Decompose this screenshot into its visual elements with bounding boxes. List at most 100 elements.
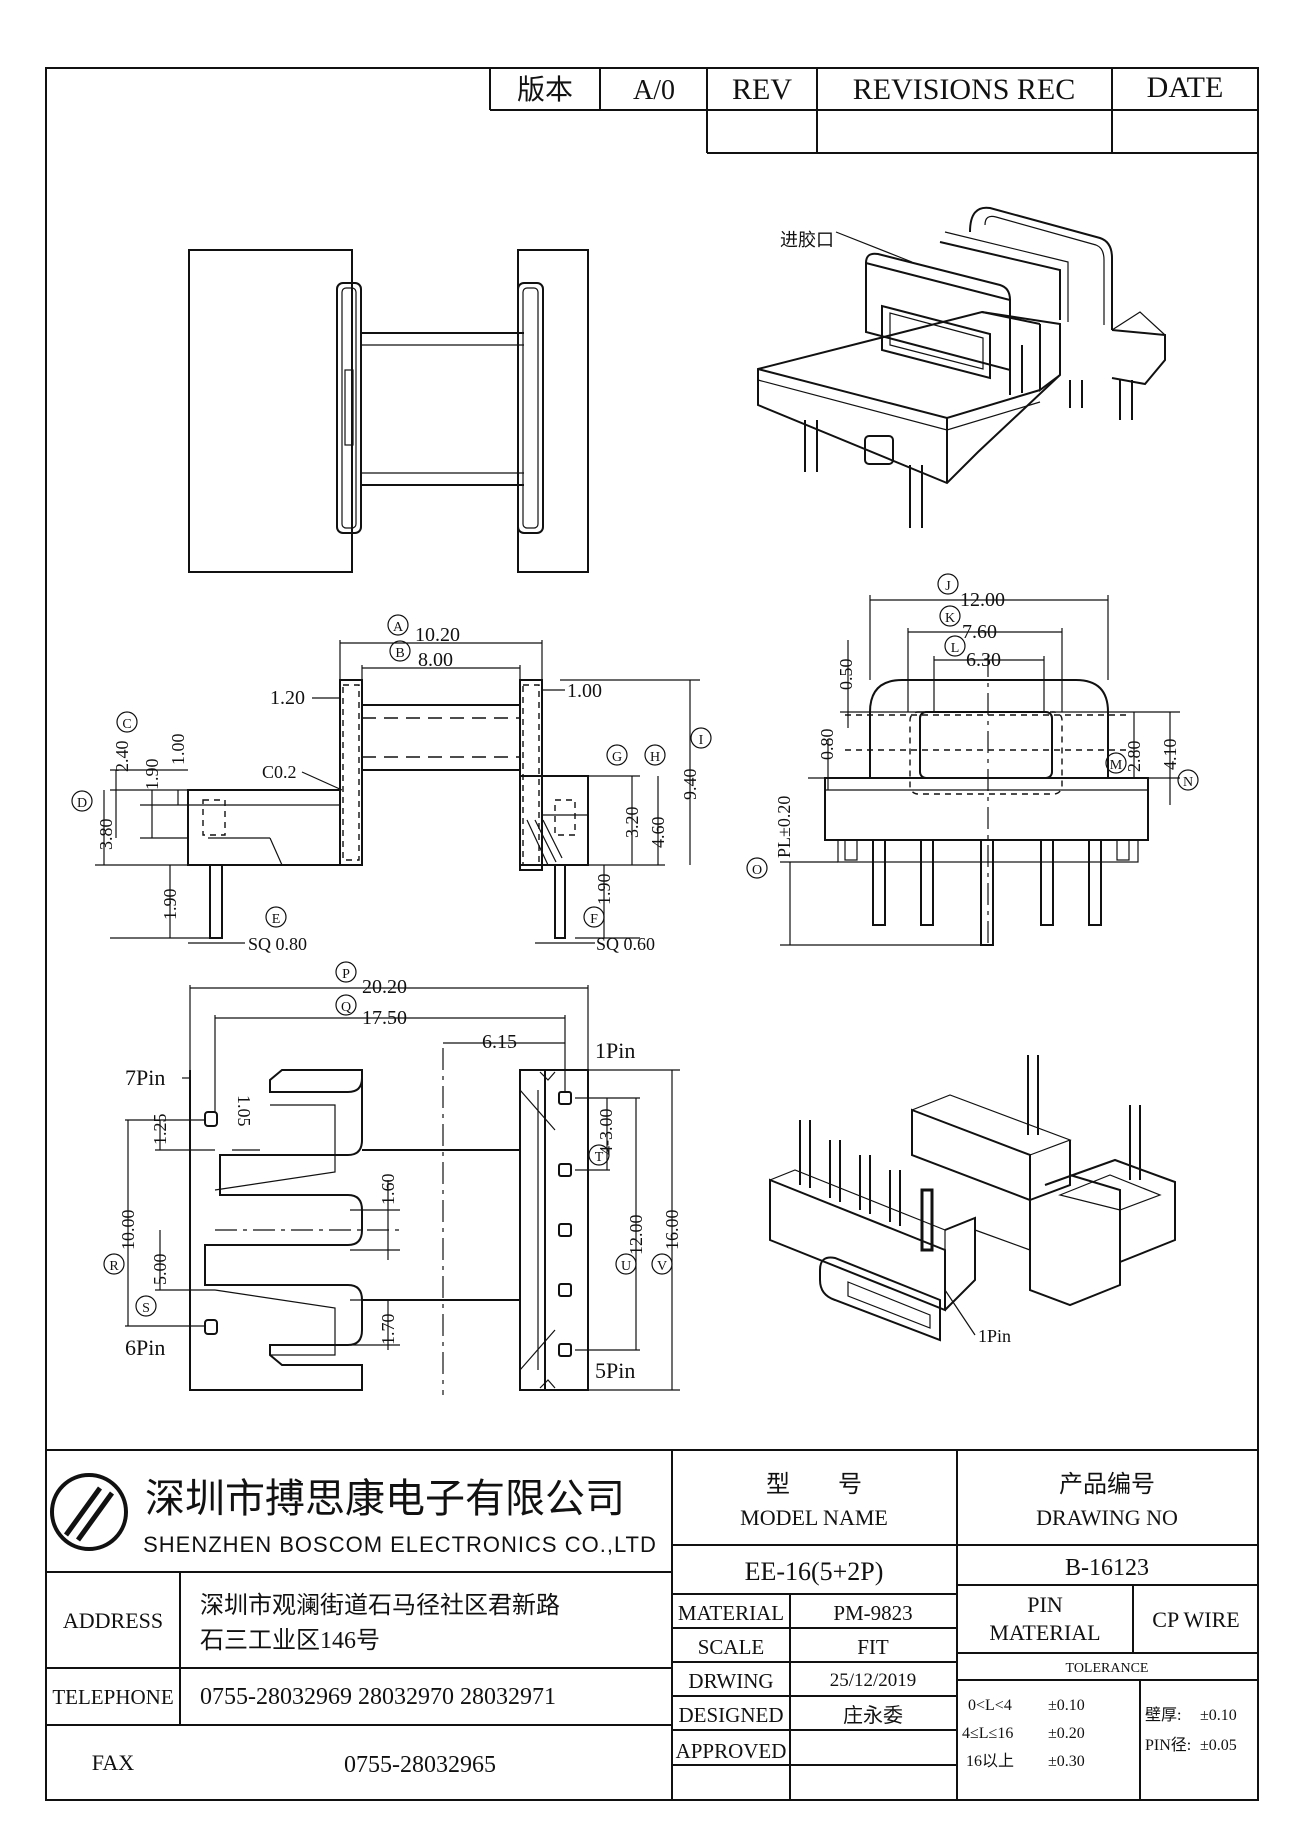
drawing-date: 25/12/2019	[830, 1670, 917, 1691]
fax-label: FAX	[92, 1750, 134, 1775]
tol-range-3: 16以上	[966, 1752, 1014, 1770]
dim-0-50: 0.50	[836, 659, 856, 691]
dim-1-90-a: 1.90	[142, 759, 162, 791]
dim-q-value: 17.50	[362, 1007, 407, 1029]
material-label: MATERIAL	[678, 1601, 784, 1625]
dim-n-value: 4.10	[1160, 739, 1180, 771]
tol-value-2: ±0.20	[1048, 1725, 1085, 1742]
dim-m-value: 2.80	[1124, 741, 1144, 773]
fax-value: 0755-28032965	[344, 1752, 496, 1778]
dim-id-g: G	[612, 750, 622, 765]
tol-range-2: 4≤L≤16	[962, 1725, 1013, 1742]
pin-label-1: 1Pin	[595, 1038, 635, 1063]
dim-k-value: 7.60	[962, 621, 997, 643]
sheet-border	[45, 67, 1259, 1801]
dim-e-value: SQ 0.80	[248, 934, 307, 954]
front-view: J 12.00 K 7.60 L 6.30 0.50 0.80 O PL±0.2…	[746, 573, 1199, 946]
wall-value: ±0.10	[1200, 1707, 1237, 1724]
dim-h-value: 4.60	[648, 817, 668, 849]
dim-id-q: Q	[341, 1000, 351, 1015]
dim-r-value: 10.00	[118, 1210, 138, 1251]
dim-id-v: V	[657, 1259, 667, 1274]
dim-b-value: 8.00	[418, 649, 453, 671]
scale-label: SCALE	[698, 1635, 765, 1659]
pin-material-label-1: PIN	[1027, 1592, 1063, 1617]
pin-label-7: 7Pin	[125, 1065, 165, 1090]
model-label-cn: 型 号	[766, 1471, 862, 1498]
date-label: DATE	[1147, 71, 1224, 104]
dim-1-70: 1.70	[378, 1314, 398, 1346]
dim-id-u: U	[621, 1259, 631, 1274]
dim-id-f: F	[590, 912, 598, 927]
side-view: A 10.20 B 8.00 1.20 1.00 C0.2 C 2.40 1.9…	[71, 614, 712, 954]
dim-id-e: E	[272, 912, 281, 927]
isometric-view-top: 进胶口	[757, 206, 1166, 528]
dim-p-value: 20.20	[362, 976, 407, 998]
dim-id-k: K	[945, 611, 955, 626]
dim-id-c: C	[122, 717, 131, 732]
pin-label-6: 6Pin	[125, 1335, 165, 1360]
dim-id-r: R	[109, 1259, 119, 1274]
dim-c-value: 2.40	[112, 741, 132, 773]
drawing-label: DRWING	[688, 1669, 773, 1693]
company-name-cn: 深圳市搏思康电子有限公司	[145, 1476, 625, 1521]
dim-id-t: T	[595, 1150, 604, 1165]
dim-1-60: 1.60	[378, 1174, 398, 1206]
dim-1-00-right: 1.00	[567, 680, 602, 702]
dim-pl: PL±0.20	[774, 796, 794, 858]
rev-label: REV	[732, 73, 792, 106]
dim-1-05: 1.05	[234, 1095, 254, 1127]
tol-value-1: ±0.10	[1048, 1697, 1085, 1714]
revisions-label: REVISIONS REC	[853, 73, 1076, 106]
company-logo	[50, 1473, 128, 1551]
revision-table: 版本 A/0 REV REVISIONS REC DATE	[489, 68, 1258, 154]
drawing-no-label-cn: 产品编号	[1059, 1471, 1155, 1498]
dim-t-value: 4-3.00	[596, 1109, 616, 1156]
dim-id-p: P	[342, 967, 350, 982]
iso-bottom-callout: 1Pin	[978, 1326, 1011, 1346]
dim-1-20: 1.20	[270, 687, 305, 709]
dim-id-j: J	[945, 579, 951, 594]
dim-1-00-left: 1.00	[168, 734, 188, 766]
dim-id-i: I	[699, 733, 704, 748]
telephone-label: TELEPHONE	[52, 1685, 173, 1709]
dim-1-90-c: 1.90	[594, 874, 614, 906]
dim-id-d: D	[77, 796, 87, 811]
dim-d-value: 3.80	[96, 819, 116, 851]
dim-id-m: M	[1110, 758, 1123, 773]
telephone-value: 0755-28032969 28032970 28032971	[200, 1684, 556, 1710]
material-value: PM-9823	[833, 1601, 912, 1625]
dim-id-a: A	[393, 620, 404, 635]
dim-1-90-b: 1.90	[160, 889, 180, 921]
dim-s-value: 5.00	[150, 1254, 170, 1286]
dim-l-value: 6.30	[966, 649, 1001, 671]
model-name: EE-16(5+2P)	[745, 1557, 884, 1586]
address-line2: 石三工业区146号	[200, 1627, 380, 1654]
dim-v-value: 16.00	[662, 1210, 682, 1251]
version-value: A/0	[633, 75, 675, 106]
tol-range-1: 0<L<4	[968, 1697, 1012, 1714]
pin-label-5: 5Pin	[595, 1358, 635, 1383]
title-block: 深圳市搏思康电子有限公司 SHENZHEN BOSCOM ELECTRONICS…	[46, 1449, 1258, 1800]
address-label: ADDRESS	[63, 1608, 163, 1633]
dim-id-b: B	[395, 646, 404, 661]
dim-6-15: 6.15	[482, 1031, 517, 1053]
model-label-en: MODEL NAME	[740, 1505, 888, 1530]
designed-label: DESIGNED	[679, 1703, 784, 1727]
pin-material-value: CP WIRE	[1152, 1607, 1239, 1632]
dim-g-value: 3.20	[622, 807, 642, 839]
dim-i-value: 9.40	[680, 769, 700, 801]
dim-id-n: N	[1183, 775, 1193, 790]
dim-id-o: O	[752, 863, 762, 878]
tol-value-3: ±0.30	[1048, 1753, 1085, 1770]
wall-label: 壁厚:	[1145, 1705, 1181, 1724]
company-name-en: SHENZHEN BOSCOM ELECTRONICS CO.,LTD	[143, 1532, 657, 1557]
address-line1: 深圳市观澜街道石马径社区君新路	[200, 1592, 560, 1619]
dim-id-l: L	[951, 641, 960, 656]
dim-c0-2: C0.2	[262, 762, 297, 782]
approved-label: APPROVED	[676, 1739, 787, 1763]
pin-material-label-2: MATERIAL	[989, 1620, 1100, 1645]
dim-f-value: SQ 0.60	[596, 934, 655, 954]
isometric-view-bottom: 1Pin	[769, 1055, 1176, 1346]
